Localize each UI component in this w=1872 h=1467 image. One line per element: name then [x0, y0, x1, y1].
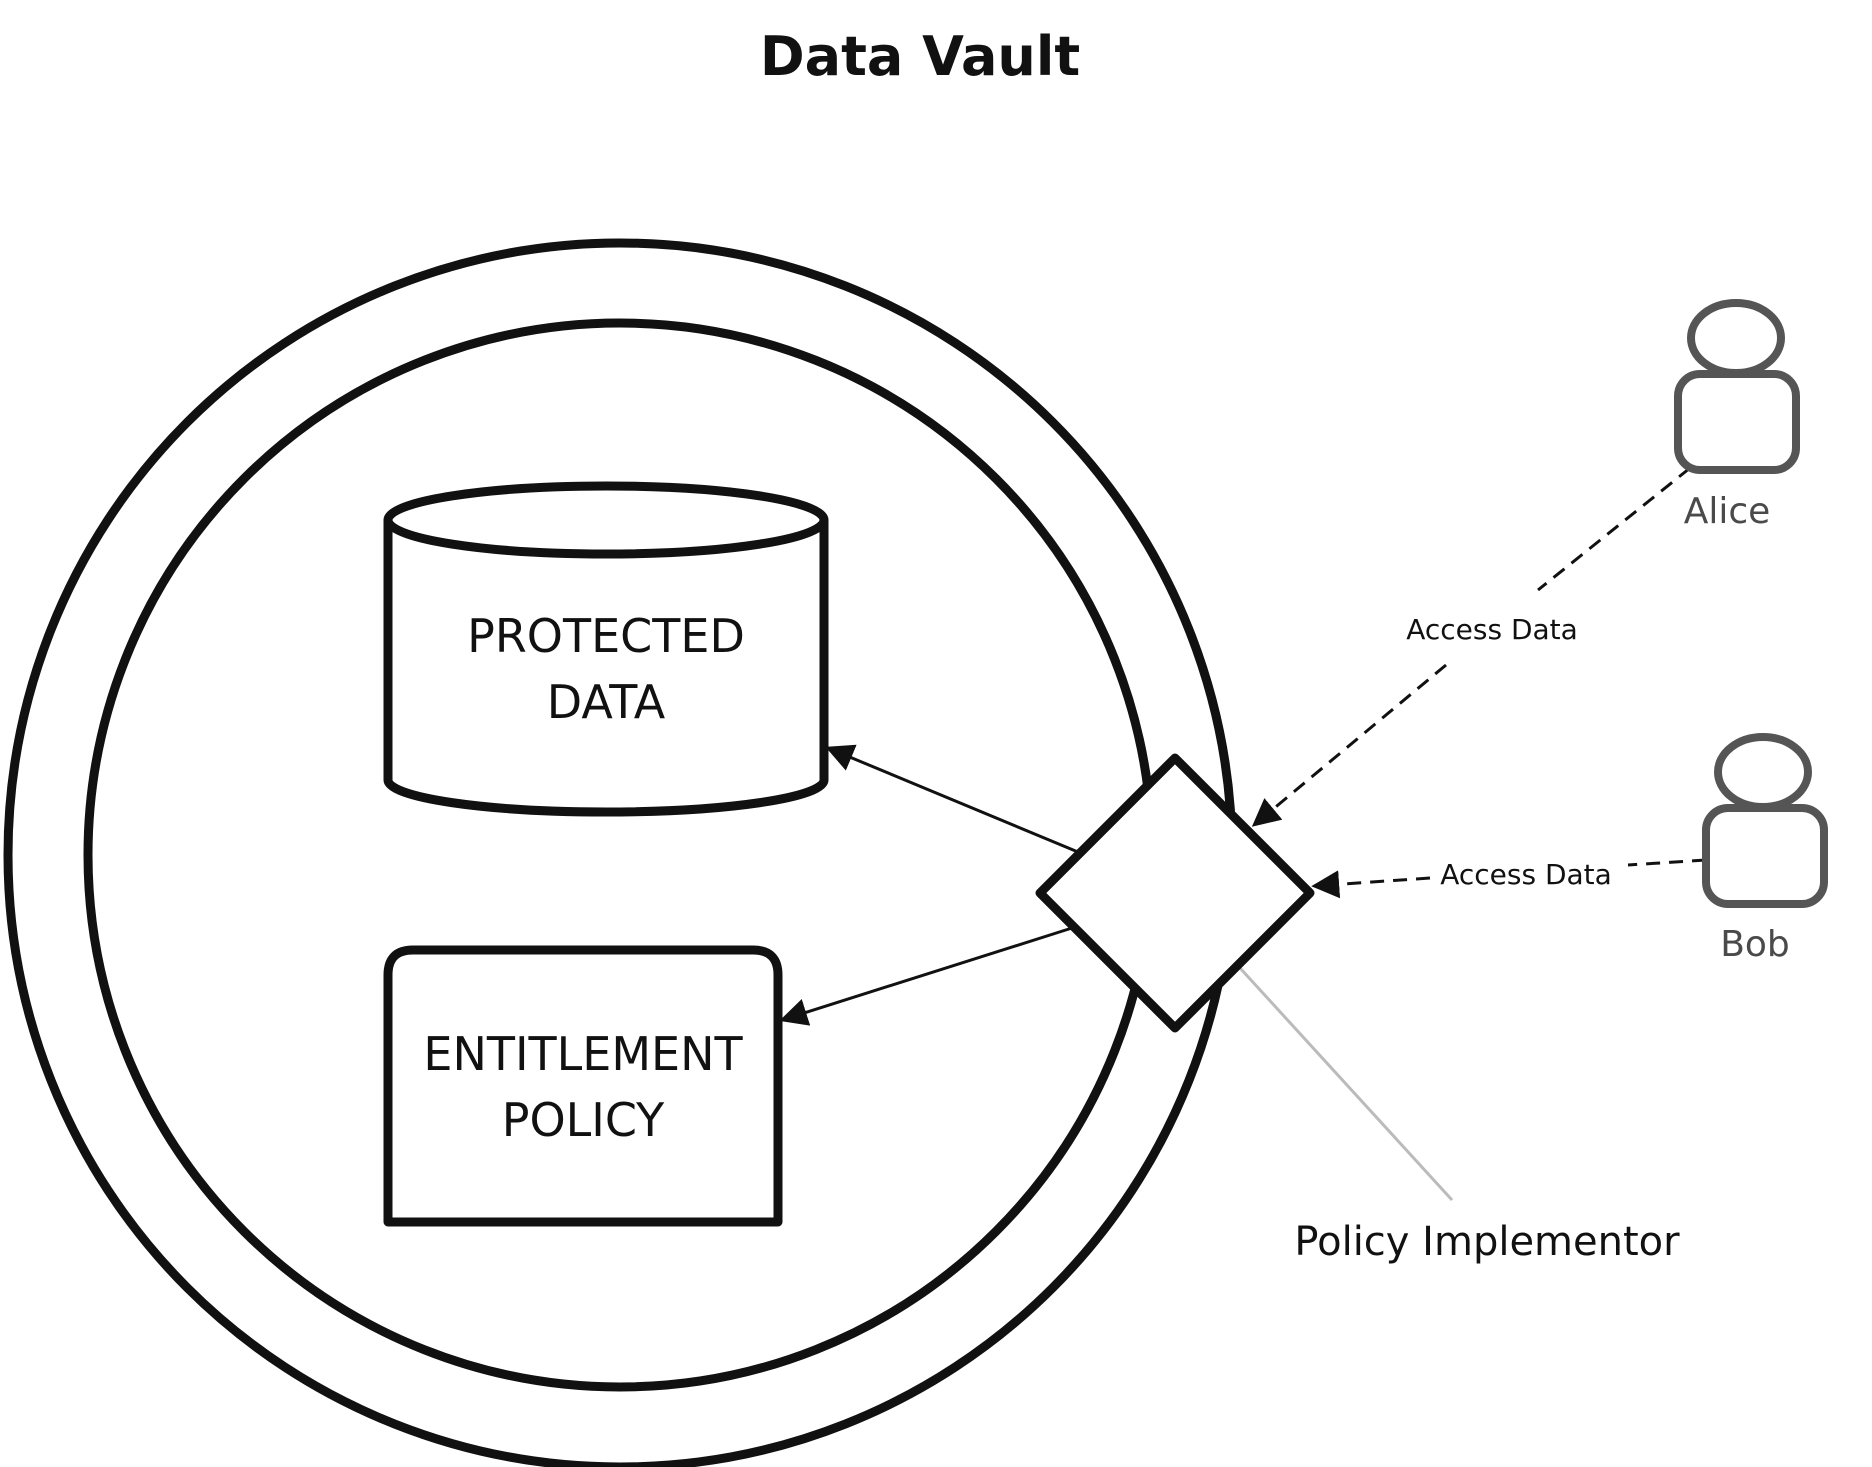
bob-edge-label: Access Data: [1440, 858, 1612, 891]
entitlement-policy-box: ENTITLEMENT POLICY: [383, 945, 783, 1227]
protected-data-label-line1: PROTECTED: [467, 609, 745, 663]
policy-implementor-diamond: [1035, 753, 1315, 1033]
protected-data-cylinder: PROTECTED DATA: [383, 481, 829, 817]
bob-actor-icon: [1702, 733, 1828, 908]
alice-label: Alice: [1684, 491, 1771, 532]
bob-label: Bob: [1720, 924, 1790, 965]
policy-implementor-label: Policy Implementor: [1294, 1219, 1680, 1265]
diagram-title: Data Vault: [760, 25, 1080, 88]
alice-access-edge: [1251, 466, 1691, 827]
entitlement-policy-label-line2: POLICY: [502, 1093, 665, 1147]
policy-implementor-callout-line: [1238, 966, 1454, 1202]
entitlement-policy-label-line1: ENTITLEMENT: [423, 1027, 743, 1081]
bob-access-edge: [1311, 858, 1707, 899]
alice-edge-label: Access Data: [1406, 613, 1578, 646]
arrow-to-protected-data: [825, 744, 1079, 854]
protected-data-label-line2: DATA: [547, 675, 666, 729]
arrow-to-entitlement-policy: [779, 926, 1073, 1026]
vault-outer-ring: [3, 238, 1237, 1467]
alice-actor-icon: [1674, 299, 1800, 474]
